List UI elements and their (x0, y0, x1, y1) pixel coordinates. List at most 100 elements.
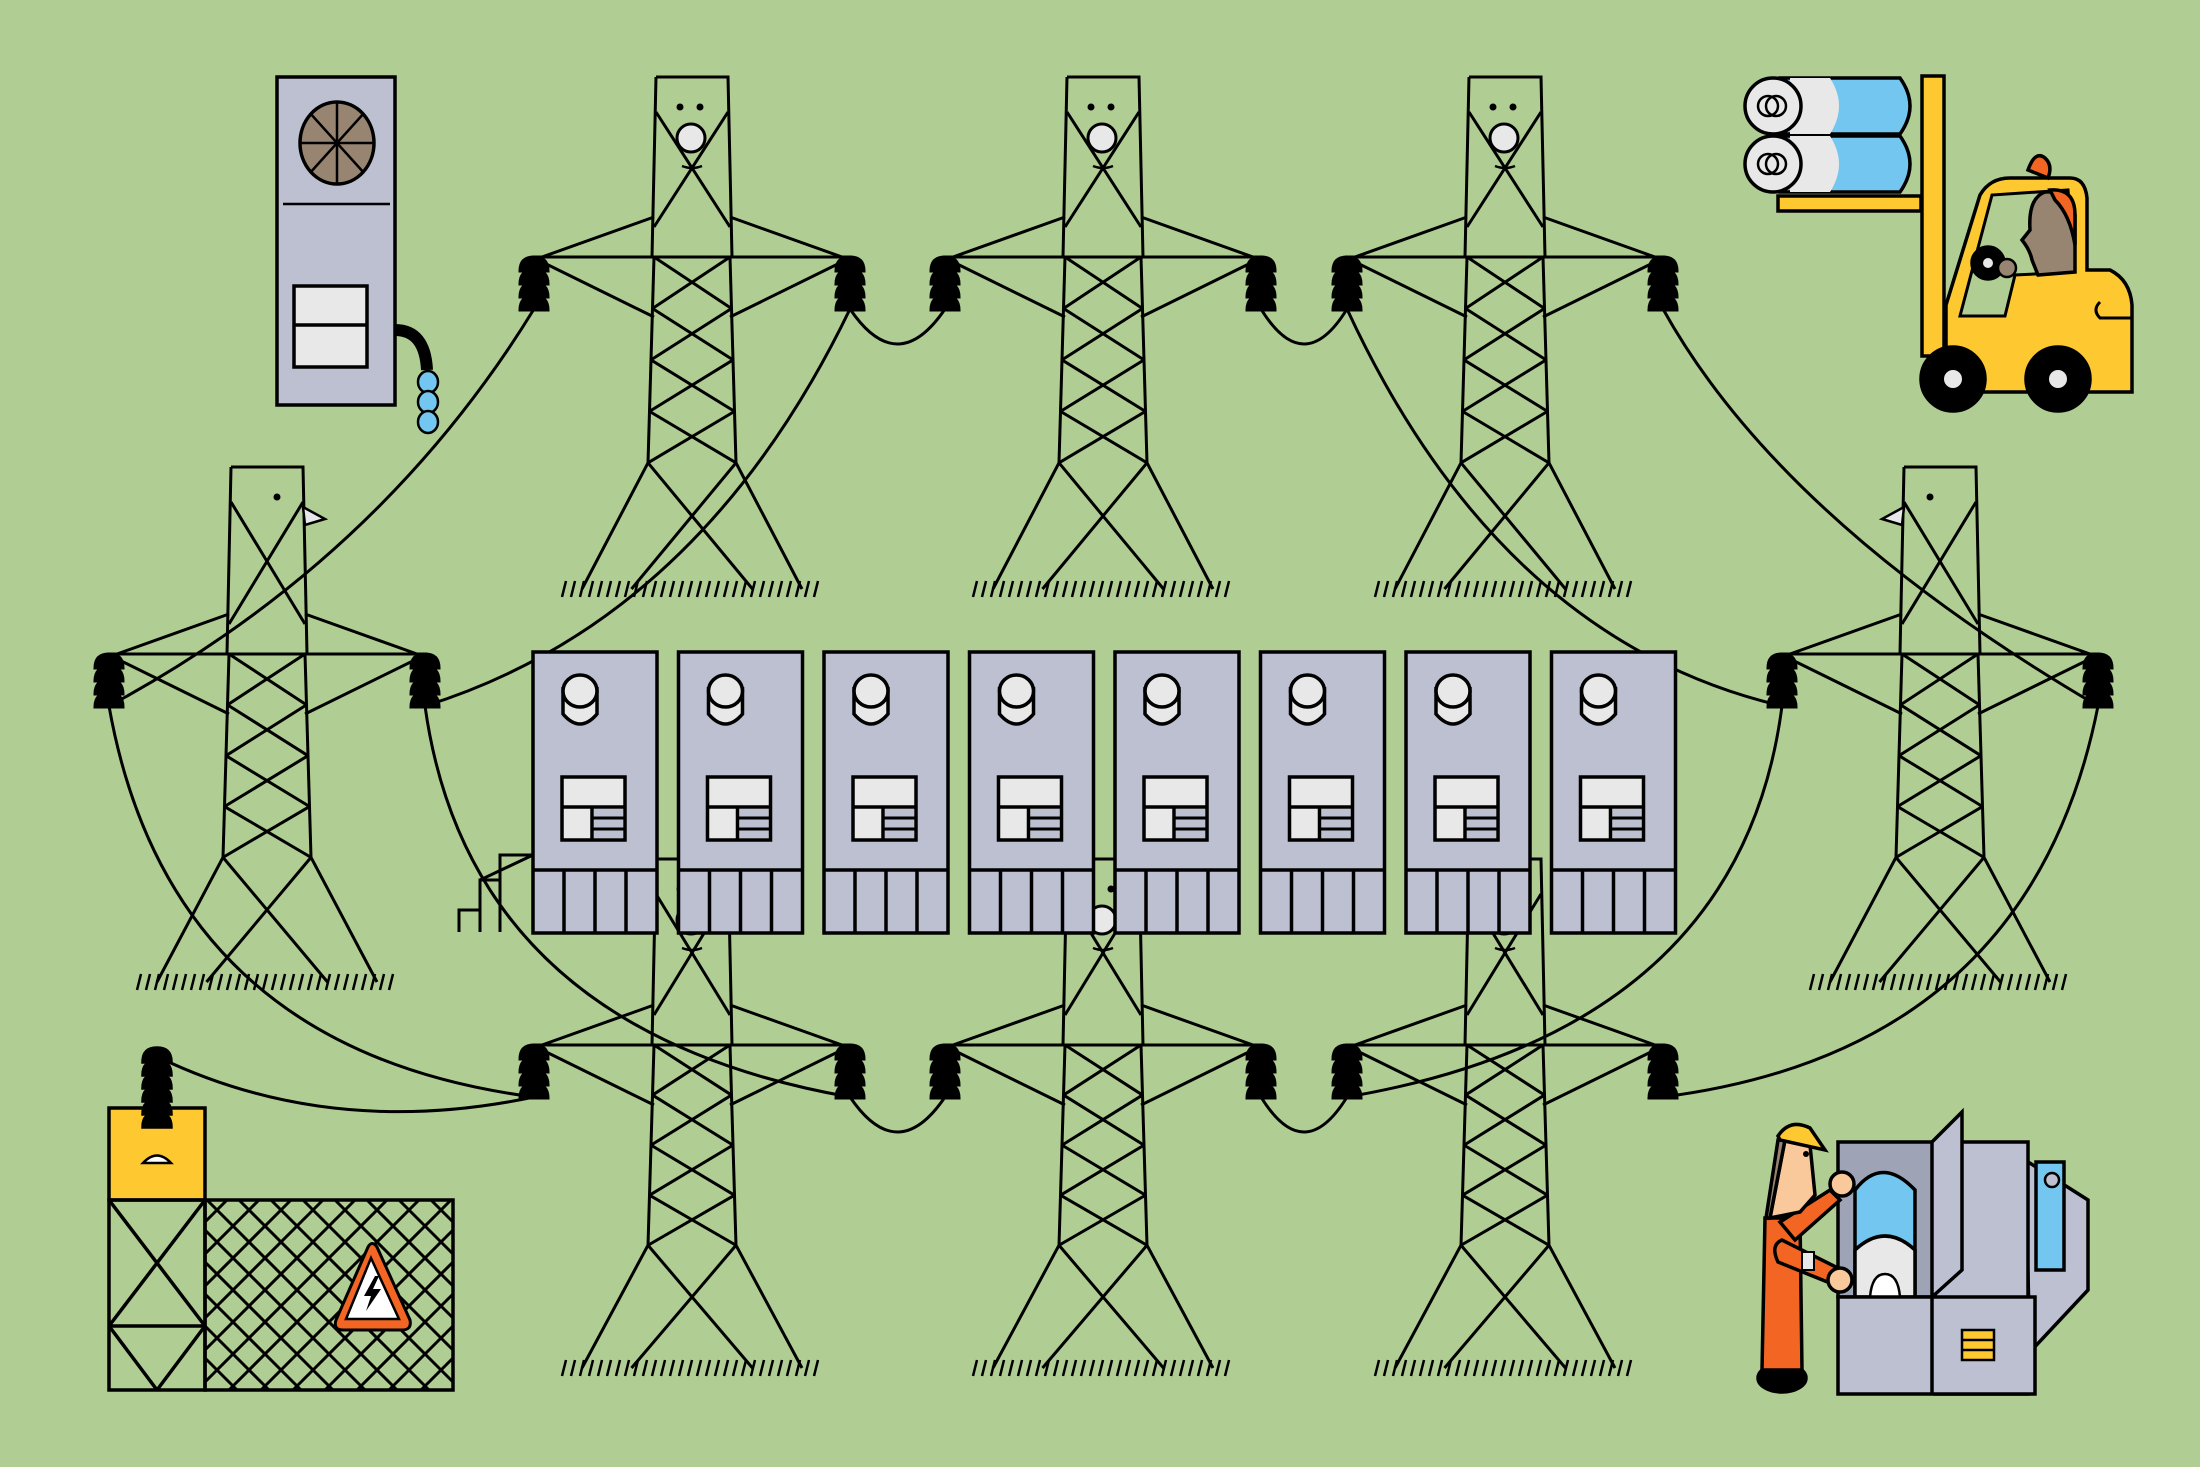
grass-blade (2006, 973, 2014, 991)
insulator-disc (834, 268, 866, 286)
cabinet-cylinder-top (997, 673, 1036, 709)
insulator-disc (1245, 294, 1277, 312)
grass-blade (1508, 580, 1516, 598)
grass-blade (1400, 580, 1408, 598)
grass-blade (1187, 580, 1195, 598)
grass-blade (587, 1359, 595, 1377)
tower-head (650, 75, 734, 258)
grass-blade (731, 1359, 739, 1377)
tower-brace (729, 1003, 843, 1047)
fence-wire (203, 1198, 261, 1256)
forklift-handle (2094, 300, 2132, 320)
grass-blade (2060, 973, 2068, 991)
grass-blade (1607, 580, 1615, 598)
left-side-tower (93, 465, 441, 991)
tower-x-brace (651, 1043, 731, 1097)
grass-blade (1214, 1359, 1222, 1377)
grass-blade (1526, 1359, 1534, 1377)
insulator-disc (141, 1059, 173, 1077)
fence-wire (205, 1198, 399, 1392)
power-line-left-up (424, 308, 852, 708)
grass-blade (2051, 973, 2059, 991)
tower-mouth (1092, 946, 1114, 952)
grass-blade (1097, 580, 1105, 598)
tower-brace (729, 1043, 853, 1107)
grass-blade (1472, 580, 1480, 598)
grass-blade (776, 1359, 784, 1377)
grass-blade (1016, 1359, 1024, 1377)
grass-blade (1160, 1359, 1168, 1377)
server-cabinet (531, 650, 659, 935)
tower-brace (1140, 215, 1254, 259)
tower-brace (942, 1043, 1066, 1107)
tower-x-brace (1465, 111, 1543, 228)
grass-blade (1481, 1359, 1489, 1377)
tower-brace (541, 215, 655, 259)
grass-blade (1499, 1359, 1507, 1377)
tower-x-brace (1057, 461, 1165, 590)
forklift-fork (1776, 194, 1923, 213)
grass-blade (695, 1359, 703, 1377)
grass-blade (1625, 580, 1633, 598)
fence-wire (203, 1356, 239, 1392)
grass-blade (1589, 580, 1597, 598)
machine-vent (1960, 1328, 1996, 1362)
cabinet-cylinder-top (1143, 673, 1181, 709)
bottom-tower (929, 857, 1277, 1377)
grass-blade (1043, 1359, 1051, 1377)
insulator-left (929, 255, 961, 312)
fence-wire (203, 1228, 367, 1392)
cabinet-display-vent (1321, 809, 1351, 838)
grass-blade (270, 973, 278, 991)
tower-mouth (681, 164, 703, 170)
insulator-disc (1647, 255, 1679, 273)
grass-blade (1463, 580, 1471, 598)
insulator-disc (1331, 255, 1363, 273)
top-tower (518, 75, 866, 598)
insulator-right (2082, 652, 2114, 709)
grass-blade (1844, 973, 1852, 991)
tower-x-brace (1459, 1244, 1567, 1369)
tower-nose (1086, 122, 1118, 154)
server-cabinets (457, 650, 1678, 935)
tower-x-brace (222, 805, 311, 859)
fence-wire (397, 1198, 455, 1256)
tower-brace (116, 612, 230, 656)
tower-x-brace (650, 1093, 733, 1147)
grass-blade (288, 973, 296, 991)
tower-x-brace (1463, 307, 1546, 362)
tower-x-brace (630, 1244, 738, 1369)
grass-blade (650, 580, 658, 598)
fence-wire (203, 1198, 325, 1320)
insulator-disc (1331, 1082, 1363, 1100)
tower-x-brace (226, 652, 306, 707)
insulator-disc (1647, 294, 1679, 312)
grass-blade (1382, 1359, 1390, 1377)
tower-x-brace (205, 856, 313, 983)
cabinet-cylinder-top (561, 673, 599, 709)
power-line-right-down (1662, 705, 2100, 1099)
grass-blade (776, 580, 784, 598)
fence-wire (429, 1198, 455, 1224)
tower-x-brace (646, 461, 754, 590)
power-line-left-up (108, 308, 536, 708)
grass-blade (1400, 1359, 1408, 1377)
grass-blade (614, 580, 622, 598)
top-tower (1331, 75, 1679, 598)
grass-blade (1571, 580, 1579, 598)
tower-x-brace (1062, 255, 1142, 310)
insulator-disc (1331, 268, 1363, 286)
insulator-disc (1766, 665, 1798, 683)
grass-blade (1979, 973, 1987, 991)
grass-tufts (560, 580, 820, 598)
insulator-right (1245, 1043, 1277, 1100)
insulator-right (1245, 255, 1277, 312)
tower-brace (1344, 255, 1468, 319)
substation-frame-x (107, 1198, 207, 1328)
grass-blade (1187, 1359, 1195, 1377)
grass-blade (1454, 580, 1462, 598)
tower-brace (304, 612, 418, 656)
power-line-bottom (848, 1096, 947, 1134)
grass-blade (1382, 580, 1390, 598)
grass-blade (1952, 973, 1960, 991)
